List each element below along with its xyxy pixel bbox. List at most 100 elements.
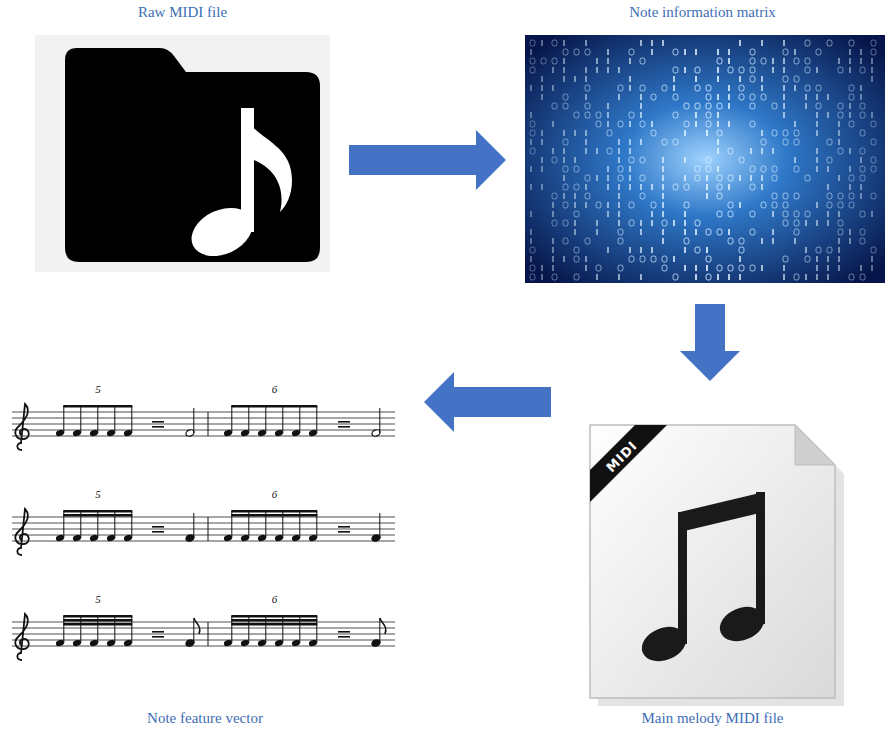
binary-mark xyxy=(706,157,711,163)
binary-mark xyxy=(585,148,587,154)
binary-mark xyxy=(739,175,741,181)
binary-mark xyxy=(739,76,741,82)
binary-mark xyxy=(640,274,642,280)
tuplet-number: 5 xyxy=(95,384,101,395)
binary-mark xyxy=(618,166,623,172)
binary-mark xyxy=(541,139,543,145)
binary-mark xyxy=(618,85,623,91)
picture-caption: Main melody MIDI file xyxy=(565,710,860,727)
binary-mark xyxy=(574,112,579,118)
binary-mark xyxy=(563,103,568,109)
binary-mark xyxy=(706,121,711,127)
binary-mark xyxy=(849,49,851,55)
binary-mark xyxy=(585,76,587,82)
block-arrow xyxy=(424,372,551,432)
binary-mark xyxy=(849,94,854,100)
note-stem xyxy=(131,406,132,433)
note-stem xyxy=(265,406,266,433)
binary-mark xyxy=(530,148,535,154)
bar-line xyxy=(208,412,209,436)
binary-mark xyxy=(860,130,865,136)
binary-mark xyxy=(871,157,876,163)
binary-mark xyxy=(783,85,785,91)
binary-mark xyxy=(552,238,554,244)
binary-mark xyxy=(662,157,664,163)
binary-mark xyxy=(827,247,832,253)
binary-mark xyxy=(695,265,697,271)
binary-mark xyxy=(816,49,821,55)
note-stem xyxy=(63,406,64,433)
binary-mark xyxy=(717,166,719,172)
note-stem xyxy=(379,618,380,643)
binary-mark xyxy=(530,112,532,118)
binary-mark xyxy=(585,184,587,190)
midi-file-node: Main melody MIDI file xyxy=(565,395,860,733)
block-arrow xyxy=(680,304,740,381)
binary-mark xyxy=(662,166,664,172)
binary-mark xyxy=(706,166,711,172)
binary-mark xyxy=(607,130,612,136)
binary-mark xyxy=(871,121,876,127)
binary-mark xyxy=(717,49,719,55)
binary-mark xyxy=(794,193,799,199)
binary-mark xyxy=(849,103,851,109)
binary-mark xyxy=(640,94,642,100)
binary-mark xyxy=(838,121,840,127)
note-stem xyxy=(299,406,300,433)
binary-mark xyxy=(618,220,620,226)
binary-mark xyxy=(860,166,865,172)
binary-mark xyxy=(673,85,675,91)
sheet-music xyxy=(12,404,395,660)
binary-mark xyxy=(794,157,796,163)
binary-mark xyxy=(816,274,818,280)
binary-mark xyxy=(717,274,719,280)
binary-mark xyxy=(574,247,579,253)
binary-mark xyxy=(772,148,774,154)
equals-sign xyxy=(152,426,164,428)
binary-mark xyxy=(750,211,755,217)
binary-mark xyxy=(871,211,873,217)
binary-mark xyxy=(640,58,645,64)
staff-line xyxy=(12,424,395,425)
binary-mark xyxy=(684,121,689,127)
binary-mark xyxy=(849,274,854,280)
binary-mark xyxy=(684,157,686,163)
binary-mark xyxy=(552,121,554,127)
binary-mark xyxy=(783,67,785,73)
note-stem xyxy=(193,618,194,643)
binary-mark xyxy=(585,130,587,136)
binary-mark xyxy=(794,274,799,280)
binary-mark xyxy=(640,220,642,226)
binary-mark xyxy=(640,121,645,127)
binary-mark xyxy=(651,121,653,127)
binary-mark xyxy=(827,265,829,271)
note-stem xyxy=(97,406,98,433)
note-stem xyxy=(316,406,317,433)
binary-mark xyxy=(541,166,543,172)
binary-mark xyxy=(717,211,722,217)
binary-mark xyxy=(541,157,543,163)
binary-mark xyxy=(772,67,774,73)
binary-mark xyxy=(585,94,587,100)
binary-mark xyxy=(640,103,642,109)
binary-mark xyxy=(618,67,620,73)
binary-mark xyxy=(662,139,667,145)
binary-mark xyxy=(739,202,741,208)
staff-line xyxy=(12,634,395,635)
binary-mark xyxy=(585,175,590,181)
binary-mark xyxy=(607,67,609,73)
binary-mark xyxy=(794,238,796,244)
binary-mark xyxy=(585,265,587,271)
binary-mark xyxy=(794,220,799,226)
binary-mark xyxy=(860,238,865,244)
binary-mark xyxy=(838,247,840,253)
binary-mark xyxy=(871,58,873,64)
binary-mark xyxy=(673,67,678,73)
bar-line xyxy=(208,517,209,541)
binary-mark xyxy=(772,211,774,217)
binary-mark xyxy=(563,193,565,199)
binary-mark xyxy=(585,67,587,73)
binary-mark xyxy=(794,139,799,145)
binary-mark xyxy=(827,94,829,100)
